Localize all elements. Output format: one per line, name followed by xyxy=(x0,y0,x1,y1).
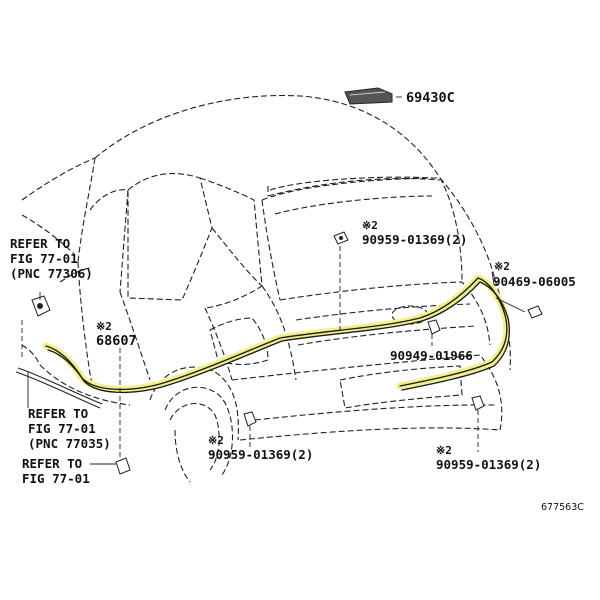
clip-bottom-right xyxy=(471,395,485,411)
clip-bottom-left xyxy=(243,411,257,427)
mark-clip-top: ※2 xyxy=(362,219,378,232)
clip-right-upper xyxy=(527,305,543,319)
leader-lines xyxy=(21,96,526,465)
label-nozzle-part: 69430C xyxy=(406,90,455,106)
label-clip-top: 90959-01369(2) xyxy=(362,232,467,247)
refer-3-line2: FIG 77-01 xyxy=(22,471,90,486)
refer-1-line2: FIG 77-01 xyxy=(10,251,78,266)
figure-id: 677563C xyxy=(541,502,584,513)
refer-1-line3: (PNC 77306) xyxy=(10,266,93,281)
refer-2-line3: (PNC 77035) xyxy=(28,436,111,451)
label-hose-part: 68607 xyxy=(96,333,137,349)
label-clip-bottom-left: 90959-01369(2) xyxy=(208,447,313,462)
refer-2-line2: FIG 77-01 xyxy=(28,421,96,436)
mark-clip-bottom-left: ※2 xyxy=(208,434,224,447)
connector-left xyxy=(31,295,51,317)
clip-top xyxy=(333,231,349,245)
mark-clip-right-upper: ※2 xyxy=(494,260,510,273)
washer-hose xyxy=(45,277,510,394)
label-clip-right-upper: 90469-06005 xyxy=(493,274,576,289)
mark-clip-bottom-right: ※2 xyxy=(436,444,452,457)
nozzle-part xyxy=(344,87,393,105)
vehicle-outline xyxy=(21,94,511,483)
refer-2-line1: REFER TO xyxy=(28,406,88,421)
refer-1-line1: REFER TO xyxy=(10,236,70,251)
label-clip-bottom-right: 90959-01369(2) xyxy=(436,457,541,472)
mark-hose-part: ※2 xyxy=(96,320,112,333)
label-clip-mid: 90949-01966 xyxy=(390,348,473,363)
clip-mid xyxy=(427,319,441,335)
refer-3-line1: REFER TO xyxy=(22,456,82,471)
grommet-bottom xyxy=(115,457,131,475)
